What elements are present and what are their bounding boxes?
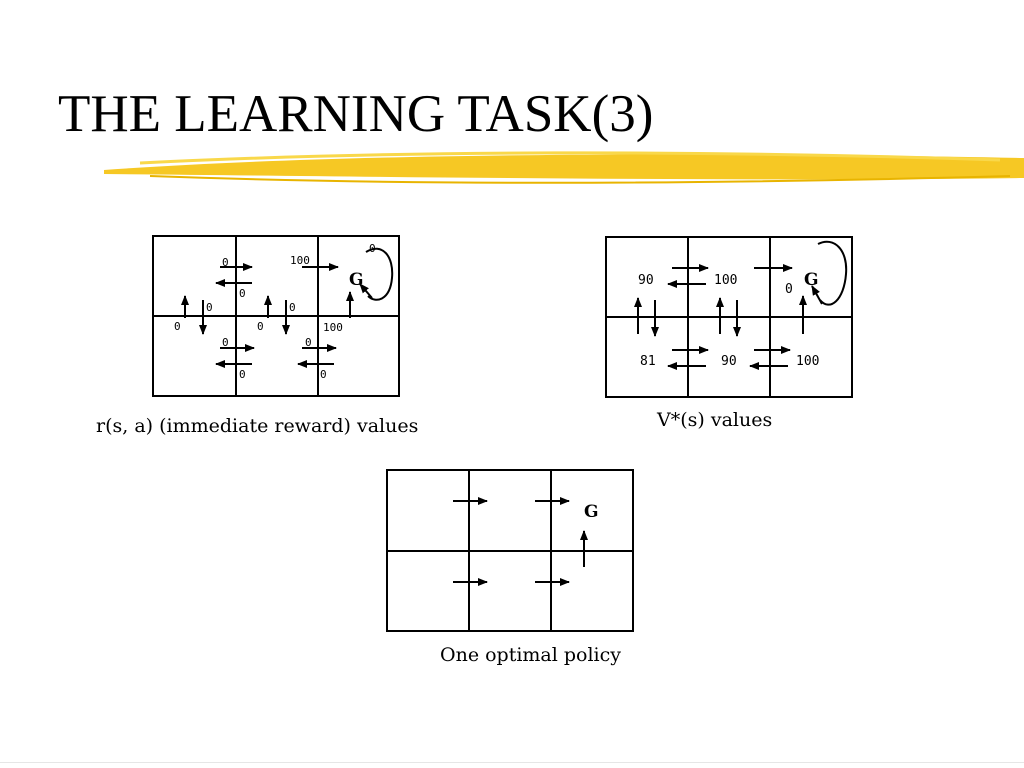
footer-divider (0, 762, 1024, 763)
value-self-loop (811, 240, 848, 306)
reward-grid (152, 235, 400, 397)
svg-text:0: 0 (320, 368, 327, 381)
svg-text:0: 0 (222, 336, 229, 349)
svg-text:0: 0 (239, 287, 246, 300)
svg-text:100: 100 (290, 254, 310, 267)
svg-text:0: 0 (206, 301, 213, 314)
svg-text:0: 0 (222, 256, 229, 269)
policy-caption: One optimal policy (440, 644, 621, 666)
slide-title: THE LEARNING TASK(3) (58, 85, 654, 143)
reward-caption: r(s, a) (immediate reward) values (96, 415, 418, 437)
svg-text:0: 0 (305, 336, 312, 349)
svg-text:0: 0 (174, 320, 181, 333)
svg-text:0: 0 (239, 368, 246, 381)
svg-text:0: 0 (785, 282, 793, 297)
policy-grid (386, 469, 634, 632)
svg-text:81: 81 (640, 354, 656, 369)
value-caption: V*(s) values (656, 409, 772, 431)
svg-text:90: 90 (638, 273, 654, 288)
svg-text:100: 100 (323, 321, 343, 334)
svg-text:0: 0 (289, 301, 296, 314)
value-goal-label: G (804, 270, 819, 290)
reward-self-loop (359, 247, 394, 301)
svg-text:100: 100 (714, 273, 737, 288)
reward-arrows (181, 263, 354, 368)
value-labels: 90 100 0 81 90 100 (638, 273, 819, 369)
reward-goal-label: G (349, 270, 364, 290)
value-grid (605, 236, 853, 398)
svg-text:0: 0 (369, 242, 376, 255)
highlighter-stroke (104, 151, 1024, 184)
policy-arrows (453, 497, 588, 586)
reward-labels: 0 0 100 0 0 0 0 0 100 0 0 0 0 (174, 242, 376, 381)
value-arrows (634, 264, 807, 370)
svg-text:0: 0 (257, 320, 264, 333)
policy-goal-label: G (584, 502, 599, 522)
svg-text:90: 90 (721, 354, 737, 369)
svg-text:100: 100 (796, 354, 819, 369)
